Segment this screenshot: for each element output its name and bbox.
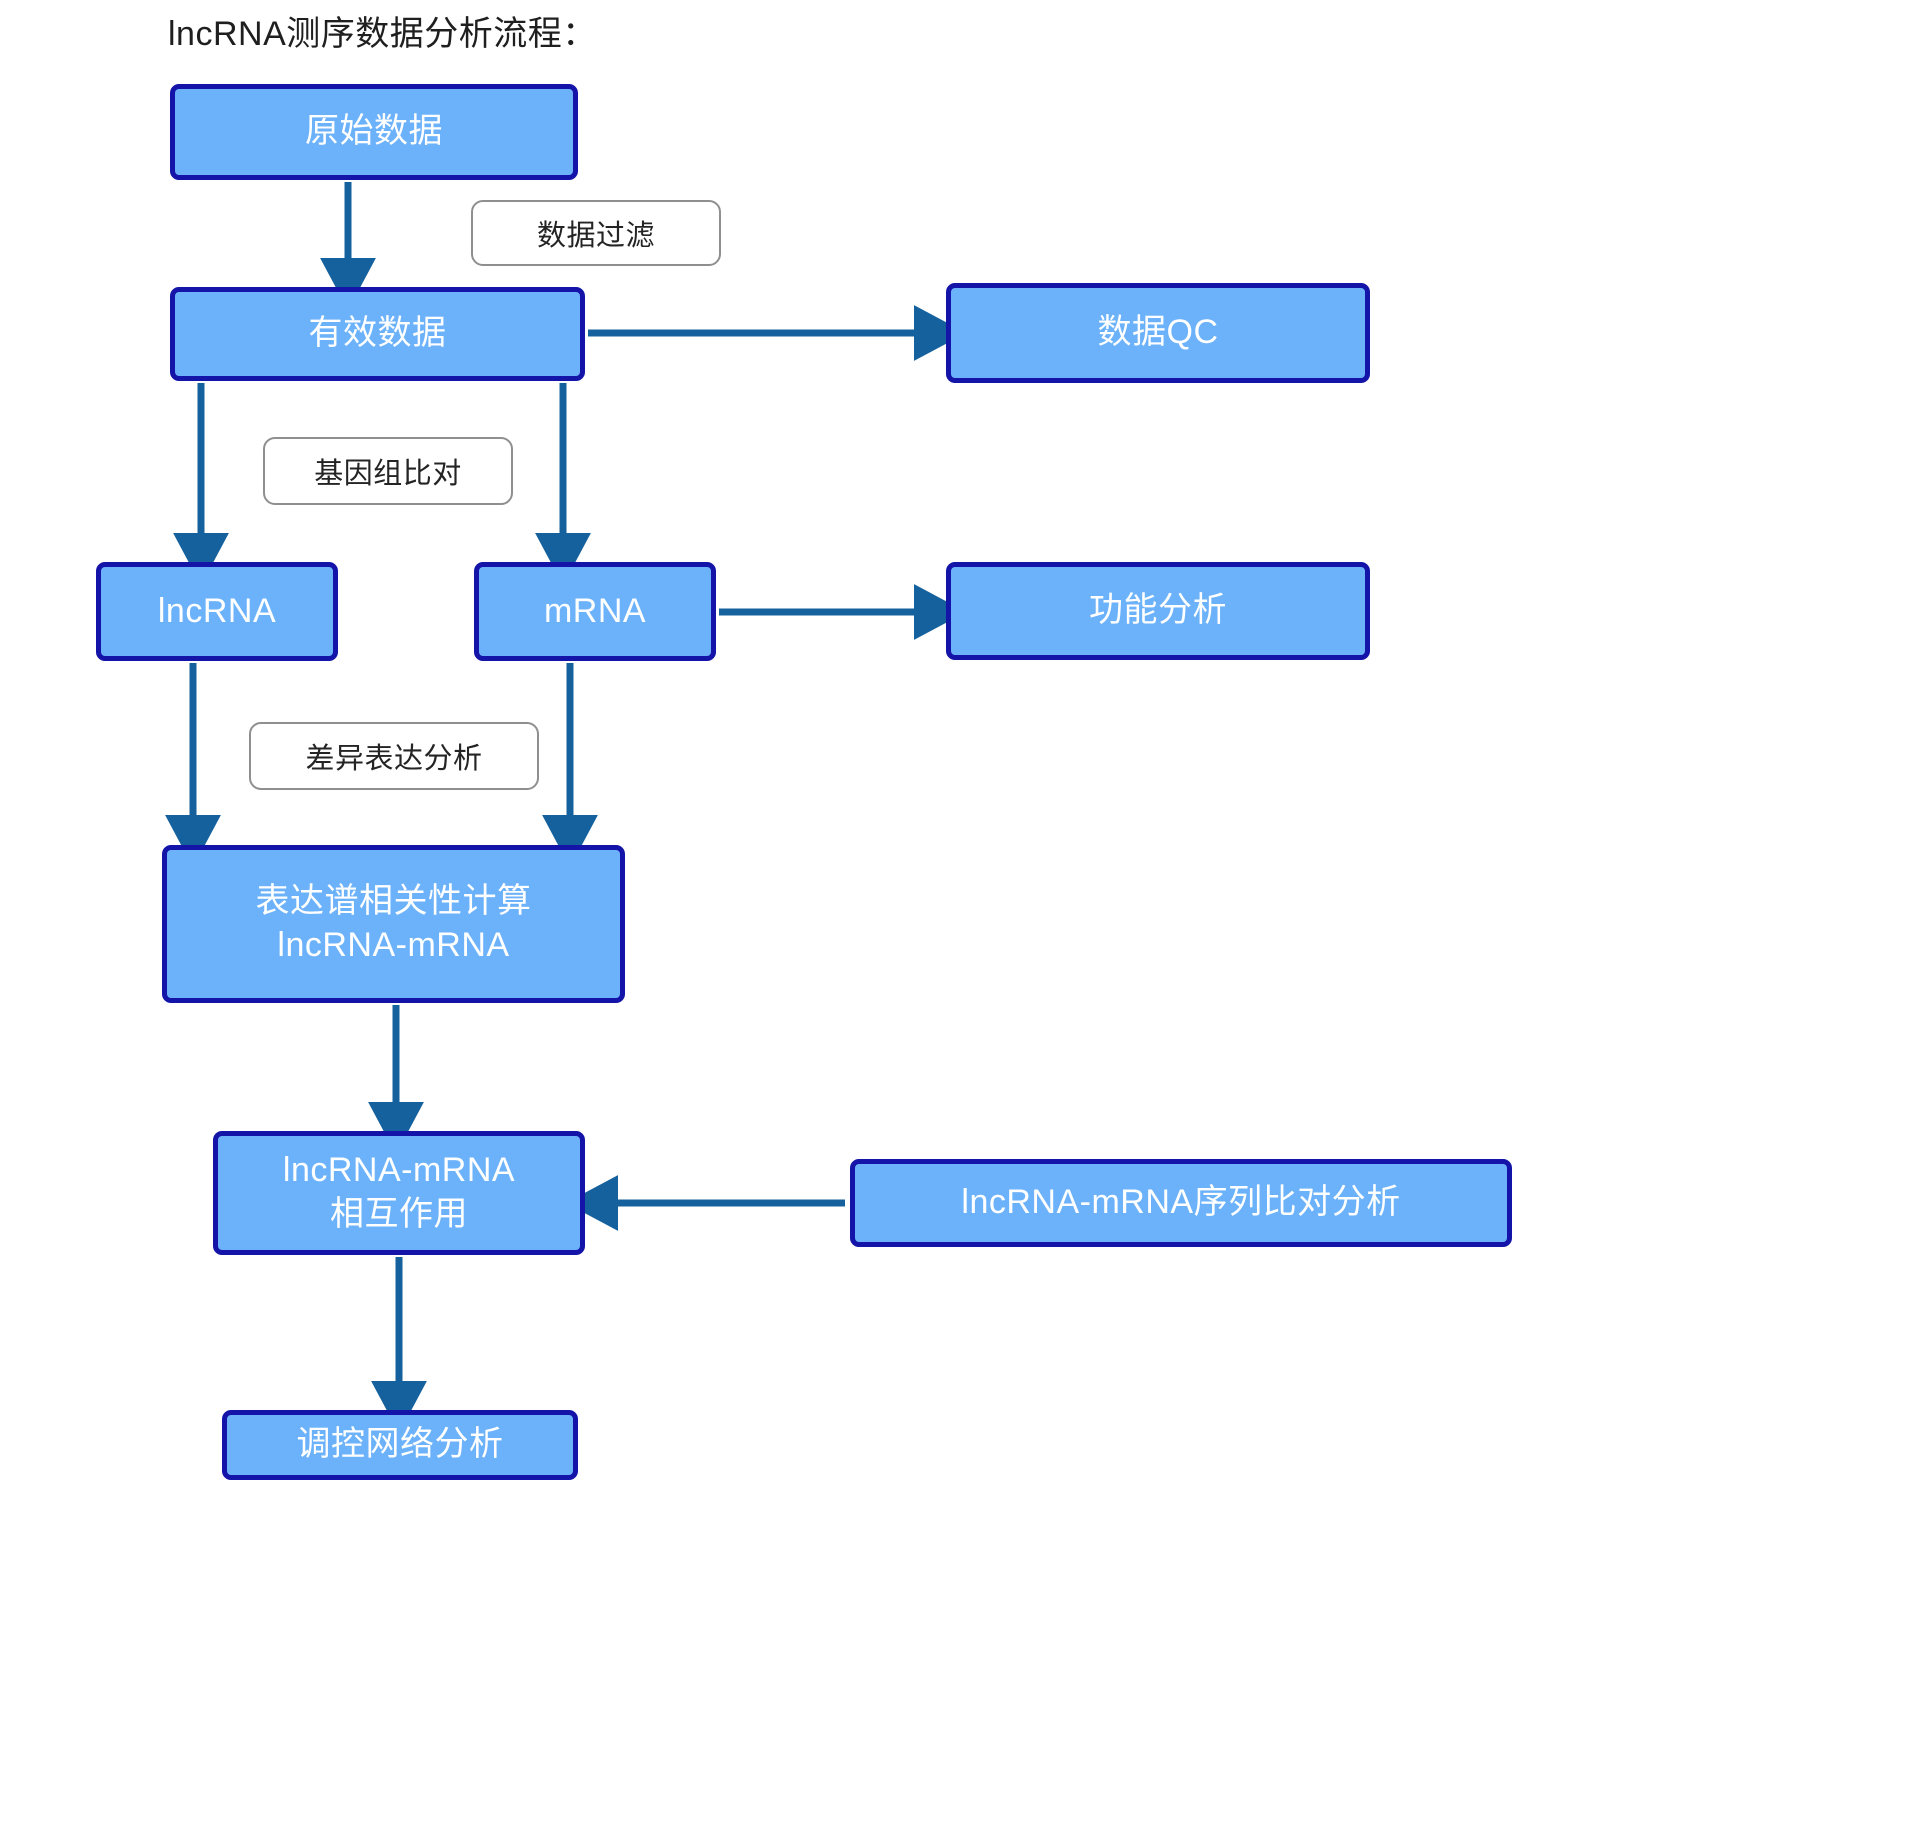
node-regulatory-network-analysis[interactable]: 调控网络分析	[222, 1410, 578, 1480]
node-lncrna-mrna-interaction[interactable]: lncRNA-mRNA 相互作用	[213, 1131, 585, 1255]
node-sequence-alignment-analysis[interactable]: lncRNA-mRNA序列比对分析	[850, 1159, 1512, 1247]
node-lncrna[interactable]: lncRNA	[96, 562, 338, 661]
edge-label-genome-alignment: 基因组比对	[263, 437, 513, 505]
node-raw-data[interactable]: 原始数据	[170, 84, 578, 180]
node-data-qc[interactable]: 数据QC	[946, 283, 1370, 383]
node-valid-data[interactable]: 有效数据	[170, 287, 585, 381]
edge-label-differential-expression: 差异表达分析	[249, 722, 539, 790]
node-functional-analysis[interactable]: 功能分析	[946, 562, 1370, 660]
node-expression-correlation[interactable]: 表达谱相关性计算 lncRNA-mRNA	[162, 845, 625, 1003]
edge-label-data-filtering: 数据过滤	[471, 200, 721, 266]
page-title: lncRNA测序数据分析流程：	[168, 15, 597, 53]
node-mrna[interactable]: mRNA	[474, 562, 716, 661]
